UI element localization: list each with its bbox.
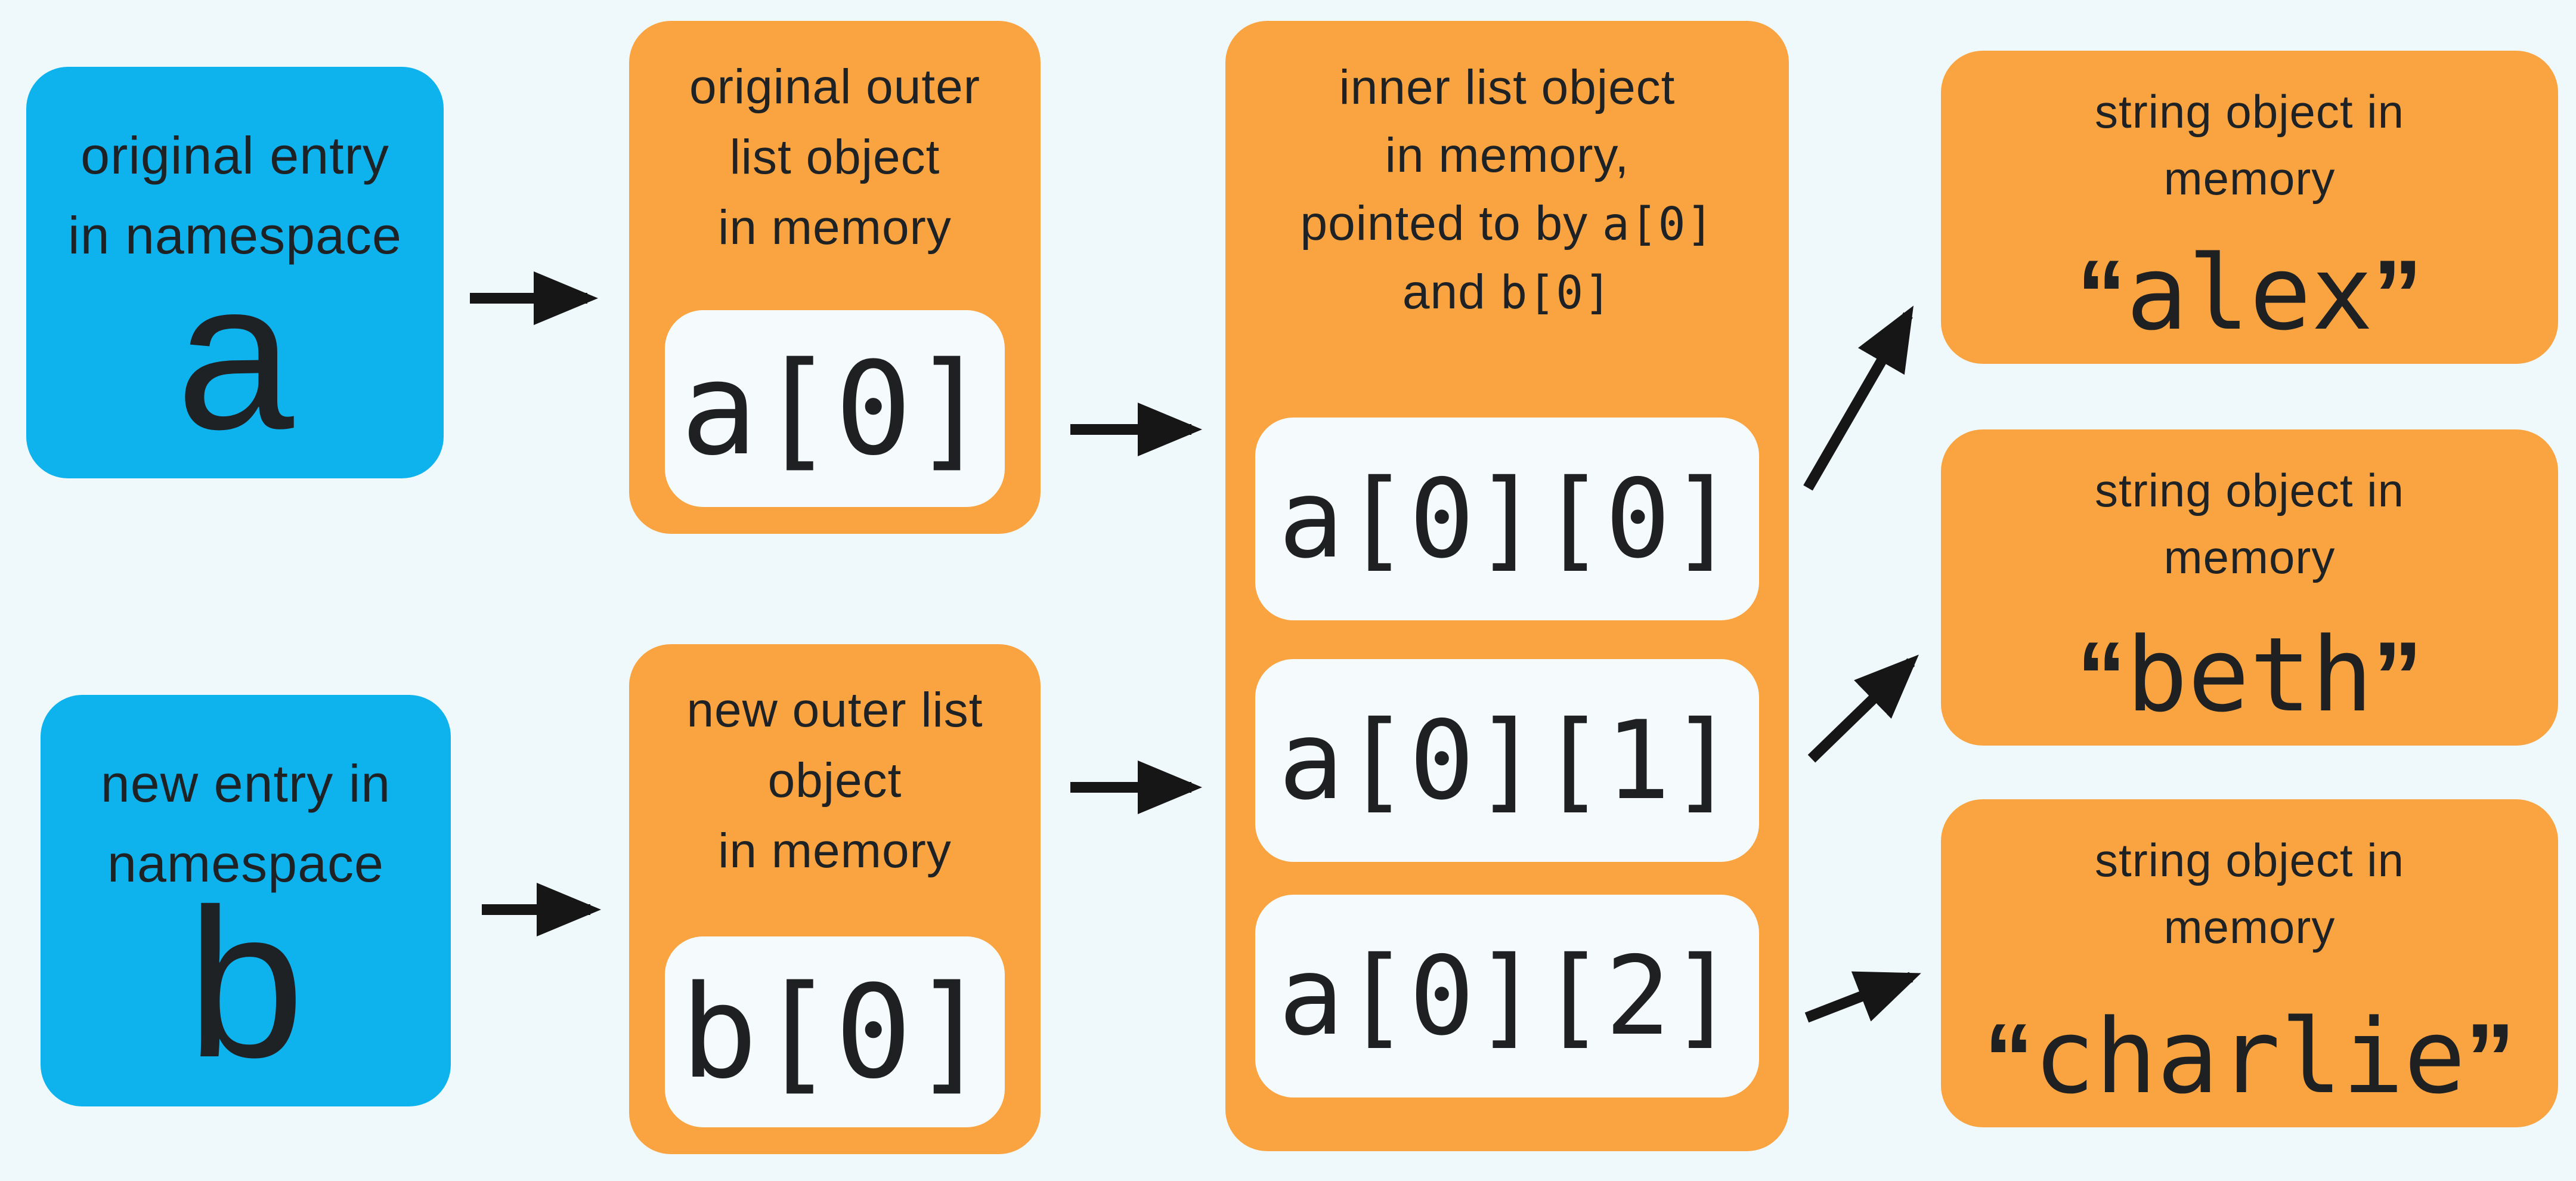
string-object-charlie-box: string object in memory “charlie”	[1941, 799, 2558, 1127]
string-value-beth: “beth”	[2076, 615, 2423, 735]
cell-a0: a[0]	[665, 310, 1005, 507]
label-line: memory	[2163, 152, 2336, 205]
arrow-cell1-to-beth	[1807, 654, 1919, 763]
label-line: string object in	[2095, 85, 2404, 138]
label-line: new outer list	[686, 683, 983, 737]
label-line: inner list object	[1339, 60, 1676, 115]
string-object-label: string object in memory	[1941, 78, 2558, 212]
inline-code-b0: b[0]	[1500, 266, 1612, 319]
label-line: list object	[729, 130, 940, 184]
inner-list-box: inner list object in memory, pointed to …	[1225, 21, 1789, 1151]
string-object-label: string object in memory	[1941, 457, 2558, 590]
namespace-a-variable: a	[176, 237, 294, 474]
label-line: in memory,	[1385, 128, 1630, 183]
inline-code-a0: a[0]	[1602, 197, 1714, 251]
cell-a00: a[0][0]	[1255, 418, 1759, 620]
new-outer-list-label: new outer list object in memory	[629, 675, 1041, 886]
label-line: memory	[2163, 901, 2336, 953]
original-outer-list-box: original outer list object in memory a[0…	[629, 21, 1041, 534]
string-value-alex: “alex”	[2076, 233, 2423, 353]
label-line: pointed to by a[0]	[1300, 196, 1714, 251]
label-line: namespace	[107, 834, 384, 893]
string-object-beth-box: string object in memory “beth”	[1941, 429, 2558, 746]
string-object-alex-box: string object in memory “alex”	[1941, 51, 2558, 364]
string-object-label: string object in memory	[1941, 827, 2558, 960]
namespace-a-box: original entry in namespace a	[26, 67, 444, 478]
arrow-cell0-to-alex	[1803, 305, 1914, 491]
label-line: string object in	[2095, 464, 2404, 517]
cell-a02: a[0][2]	[1255, 895, 1759, 1097]
namespace-b-box: new entry in namespace b	[41, 695, 451, 1106]
cell-b0: b[0]	[665, 936, 1005, 1127]
label-line: in memory	[718, 200, 952, 255]
inner-list-label: inner list object in memory, pointed to …	[1225, 54, 1789, 327]
label-line: in namespace	[68, 206, 402, 265]
label-line: string object in	[2095, 834, 2404, 886]
label-line: original outer	[689, 60, 981, 114]
string-value-charlie: “charlie”	[1984, 997, 2515, 1117]
new-outer-list-box: new outer list object in memory b[0]	[629, 644, 1041, 1154]
label-line: in memory	[718, 824, 952, 878]
label-line: new entry in	[100, 754, 391, 813]
label-line: memory	[2163, 531, 2336, 583]
namespace-b-label: new entry in namespace	[41, 744, 451, 904]
original-outer-list-label: original outer list object in memory	[629, 52, 1041, 263]
cell-a01: a[0][1]	[1255, 659, 1759, 862]
namespace-a-label: original entry in namespace	[26, 116, 444, 276]
label-line: object	[767, 753, 902, 808]
namespace-b-variable: b	[187, 865, 305, 1102]
label-line: and b[0]	[1402, 265, 1612, 319]
arrow-cell2-to-charlie	[1804, 971, 1921, 1023]
label-line: original entry	[80, 126, 389, 185]
